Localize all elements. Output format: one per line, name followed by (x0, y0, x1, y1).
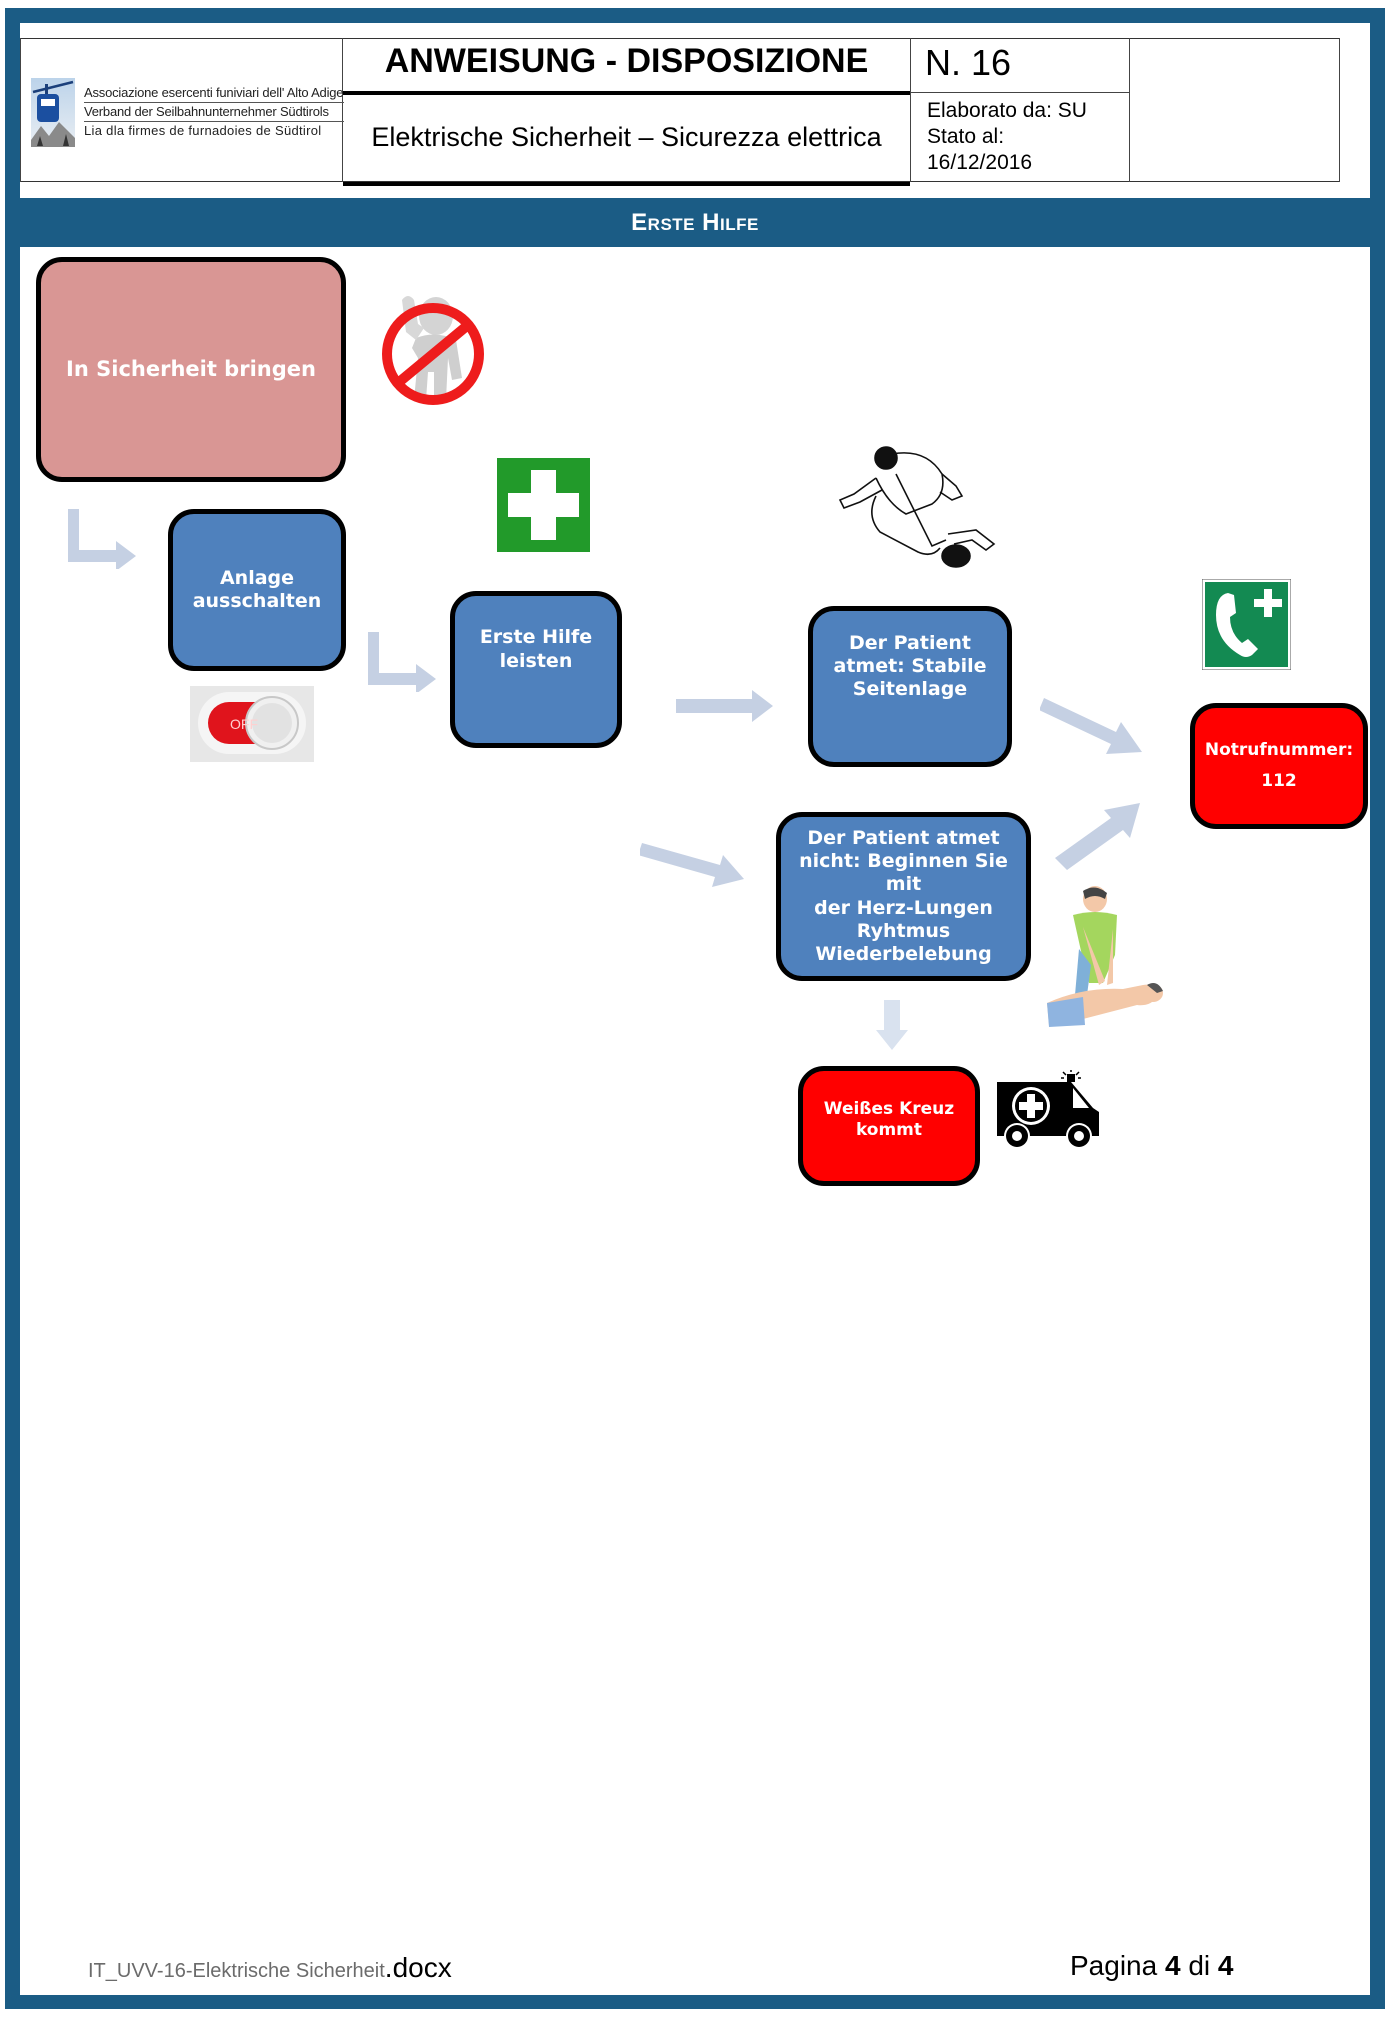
footer-filename-ext: .docx (384, 1952, 452, 1983)
footer-page-number: Pagina 4 di 4 (1070, 1950, 1233, 1982)
section-band (20, 198, 1370, 247)
stop-person-prohibited-icon (376, 288, 490, 410)
emergency-phone-icon (1202, 579, 1291, 670)
step-not-breathing-label: Wiederbelebung (815, 942, 992, 965)
page-frame-right (1370, 8, 1385, 2009)
arrow-bent-2 (368, 632, 438, 692)
arrow-right (676, 690, 776, 722)
header-table-border (20, 38, 1339, 182)
section-title: Erste Hilfe (631, 209, 759, 236)
step-safety-box: In Sicherheit bringen (36, 257, 346, 482)
header-thick-rule (343, 91, 910, 95)
step-ambulance-label: Weißes Kreuz (823, 1099, 955, 1120)
page-current: 4 (1164, 1950, 1181, 1981)
logo-separator (84, 121, 344, 122)
step-safety-label: In Sicherheit bringen (66, 356, 316, 381)
logo-text-de: Verband der Seilbahnunternehmer Südtirol… (84, 104, 329, 119)
page-frame-left (5, 8, 20, 2009)
step-ambulance-label: kommt (855, 1120, 923, 1140)
step-ambulance-box: Weißes Kreuz kommt (798, 1066, 980, 1186)
step-not-breathing-label: Ryhtmus (856, 919, 951, 942)
document-title: ANWEISUNG - DISPOSIZIONE (384, 42, 869, 80)
logo-separator (84, 102, 344, 103)
step-breathing-label: Der Patient (849, 631, 971, 654)
page-frame-bottom (5, 1995, 1385, 2009)
off-switch-icon: OFF (190, 686, 314, 762)
step-switch-off-box: Anlage ausschalten (168, 509, 346, 671)
emergency-number: 112 (1261, 771, 1297, 791)
recovery-position-illustration (836, 444, 1002, 570)
header-divider (1129, 38, 1130, 182)
ambulance-icon (995, 1070, 1101, 1152)
arrow-diagonal-down (640, 835, 750, 891)
footer-filename-base: IT_UVV-16-Elektrische Sicherheit (88, 1960, 385, 1982)
page-prefix: Pagina (1070, 1950, 1158, 1981)
step-switch-off-label: ausschalten (192, 590, 322, 612)
header-divider (910, 38, 911, 182)
prepared-by: Elaborato da: SU (927, 99, 1087, 122)
page-separator: di (1188, 1950, 1211, 1981)
header-thick-rule (343, 182, 910, 186)
switch-off-text: OFF (230, 716, 258, 732)
step-first-aid-label: leisten (499, 649, 573, 672)
emergency-label: Notrufnummer: (1204, 740, 1354, 761)
arrow-down (875, 1000, 909, 1052)
step-emergency-box: Notrufnummer: 112 (1190, 703, 1368, 829)
step-first-aid-label: Erste Hilfe (479, 626, 593, 649)
step-not-breathing-label: Der Patient atmet (807, 826, 1000, 849)
step-not-breathing-label: nicht: Beginnen Sie mit (799, 850, 1008, 896)
logo-text-it: Associazione esercenti funiviari dell' A… (84, 85, 344, 100)
step-breathing-label: Seitenlage (852, 678, 968, 701)
arrow-to-emergency-upper (1040, 694, 1150, 756)
header-divider (342, 38, 343, 182)
step-switch-off-label: Anlage (219, 566, 295, 589)
header-divider (910, 92, 1129, 93)
page-frame-top (5, 8, 1385, 23)
footer-filename: IT_UVV-16-Elektrische Sicherheit.docx (88, 1952, 452, 1984)
cable-car-icon (31, 78, 75, 147)
header-divider (20, 38, 21, 182)
logo-text-lad: Lia dla firmes de furnadoies de Südtirol (84, 123, 322, 138)
header-divider (1339, 38, 1340, 182)
status-label: Stato al: (927, 125, 1005, 148)
arrow-bent-1 (68, 509, 138, 569)
status-date: 16/12/2016 (927, 151, 1033, 174)
page-total: 4 (1217, 1950, 1234, 1981)
document-meta: Elaborato da: SU Stato al: 16/12/2016 (927, 98, 1087, 176)
cpr-illustration (1043, 885, 1165, 1029)
step-breathing-label: atmet: Stabile (833, 654, 987, 677)
step-not-breathing-label: der Herz-Lungen (814, 896, 993, 919)
step-breathing-box: Der Patient atmet: Stabile Seitenlage (808, 606, 1012, 767)
document-subtitle: Elektrische Sicherheit – Sicurezza elett… (371, 122, 882, 152)
document-number: N. 16 (925, 42, 1012, 83)
first-aid-cross-icon (497, 458, 590, 552)
step-first-aid-box: Erste Hilfe leisten (450, 591, 622, 748)
arrow-to-emergency-lower (1055, 800, 1145, 872)
step-not-breathing-box: Der Patient atmet nicht: Beginnen Sie mi… (776, 812, 1031, 981)
